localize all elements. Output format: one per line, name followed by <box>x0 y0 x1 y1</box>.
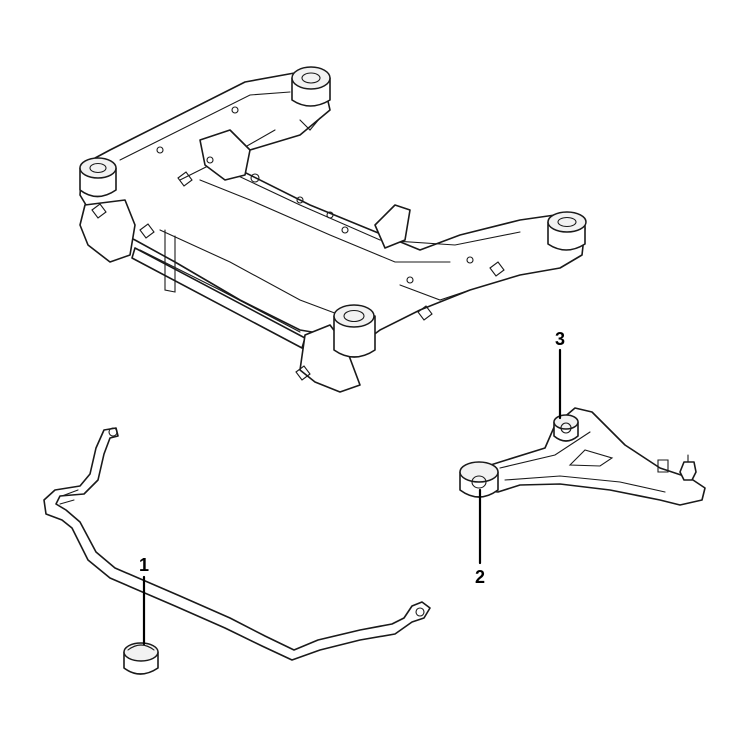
callout-3-label: 3 <box>555 329 565 349</box>
subframe-bushing-front-right <box>547 211 587 251</box>
front-subframe <box>79 66 587 393</box>
control-arm-front-bushing <box>459 461 499 498</box>
callout-1: 1 <box>139 555 149 646</box>
callout-1-label: 1 <box>139 555 149 575</box>
control-arm <box>474 407 706 506</box>
callout-2: 2 <box>475 488 485 587</box>
subframe-bushing-rear-right <box>291 66 331 107</box>
callout-3: 3 <box>555 329 565 420</box>
subframe-bushing-rear-left <box>79 157 117 198</box>
callout-2-label: 2 <box>475 567 485 587</box>
subframe-bushing-front-left <box>333 304 376 358</box>
control-arm-rear-bushing <box>553 414 579 442</box>
stabilizer-bushing <box>123 642 159 675</box>
stabilizer-bar <box>43 427 431 661</box>
